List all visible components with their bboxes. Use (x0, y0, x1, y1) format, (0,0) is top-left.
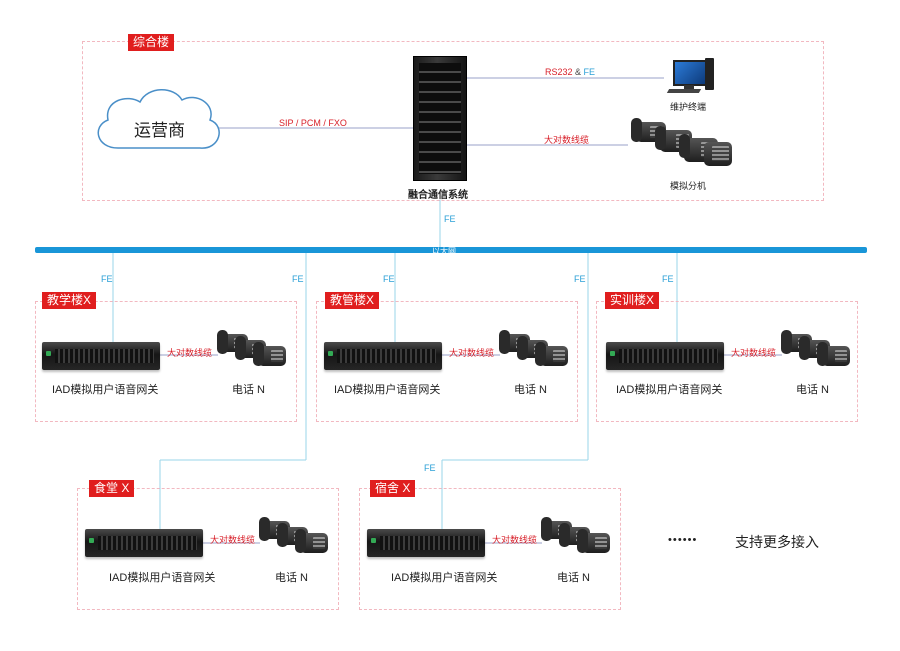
phone-icon (253, 342, 286, 366)
building-zone-4 (77, 488, 339, 610)
gateway-label-5: IAD模拟用户语音网关 (391, 572, 498, 584)
cable-label-4: 大对数线缆 (210, 535, 256, 545)
building-tag-5: 宿舍 X (370, 480, 416, 497)
terminal-label: 维护终端 (670, 102, 707, 112)
more-access-text: 支持更多接入 (735, 534, 819, 550)
branch-label-5: FE (662, 274, 674, 284)
ethernet-label: 以太网 (432, 247, 456, 256)
phone-icon (535, 342, 568, 366)
carrier-cloud-shape (97, 89, 220, 149)
building-zone-5 (359, 488, 621, 610)
building-tag-4: 食堂 X (89, 480, 135, 497)
gateway-label-4: IAD模拟用户语音网关 (109, 572, 216, 584)
building-zone-3 (596, 301, 858, 422)
carrier-link-label: SIP / PCM / FXO (279, 118, 347, 128)
cable-label-5: 大对数线缆 (492, 535, 538, 545)
keyboard-icon (666, 89, 702, 93)
maintenance-link-label: RS232 & FE (545, 67, 595, 77)
phone-label-4: 电话 N (275, 572, 308, 584)
phone-icon (295, 529, 328, 553)
gateway-label-1: IAD模拟用户语音网关 (52, 384, 159, 396)
ethernet-bus (35, 247, 867, 253)
iad-gateway-icon (324, 342, 442, 370)
cable-label-3: 大对数线缆 (731, 348, 777, 358)
computer-monitor-icon (673, 60, 707, 86)
phone-label-2: 电话 N (514, 384, 547, 396)
iad-gateway-icon (42, 342, 160, 370)
more-dots: • • • • • • (668, 534, 696, 546)
system-label: 融合通信系统 (408, 190, 468, 201)
iad-gateway-icon (367, 529, 485, 557)
phone-label-5: 电话 N (557, 572, 590, 584)
analog-ext-label: 模拟分机 (670, 181, 707, 191)
computer-tower-icon (705, 58, 714, 90)
maintenance-link-amp: & (572, 67, 584, 77)
branch-label-4: FE (574, 274, 586, 284)
branch-label-3: FE (383, 274, 395, 284)
phone-label-1: 电话 N (232, 384, 265, 396)
uplink-label: FE (444, 214, 456, 224)
phone-icon (817, 342, 850, 366)
branch-label-2: FE (292, 274, 304, 284)
phone-icon (704, 142, 732, 166)
maintenance-link-blue: FE (583, 67, 596, 77)
complex-building-zone (82, 41, 824, 201)
phone-icon (577, 529, 610, 553)
gateway-label-2: IAD模拟用户语音网关 (334, 384, 441, 396)
iad-gateway-icon (85, 529, 203, 557)
building-tag-3: 实训楼X (605, 292, 660, 309)
analog-link-label: 大对数线缆 (544, 135, 590, 145)
cable-label-1: 大对数线缆 (167, 348, 213, 358)
floor-link-label: FE (424, 463, 436, 473)
server-rack-icon (413, 56, 467, 181)
cable-label-2: 大对数线缆 (449, 348, 495, 358)
building-tag-2: 教管楼X (325, 292, 380, 309)
building-tag-1: 教学楼X (42, 292, 97, 309)
branch-label-1: FE (101, 274, 113, 284)
maintenance-link-red: RS232 (545, 67, 573, 77)
monitor-stand-icon (684, 85, 694, 90)
phone-label-3: 电话 N (796, 384, 829, 396)
iad-gateway-icon (606, 342, 724, 370)
complex-building-tag: 综合楼 (128, 34, 175, 51)
building-zone-2 (316, 301, 578, 422)
gateway-label-3: IAD模拟用户语音网关 (616, 384, 723, 396)
building-zone-1 (35, 301, 297, 422)
carrier-label: 运营商 (134, 121, 185, 140)
